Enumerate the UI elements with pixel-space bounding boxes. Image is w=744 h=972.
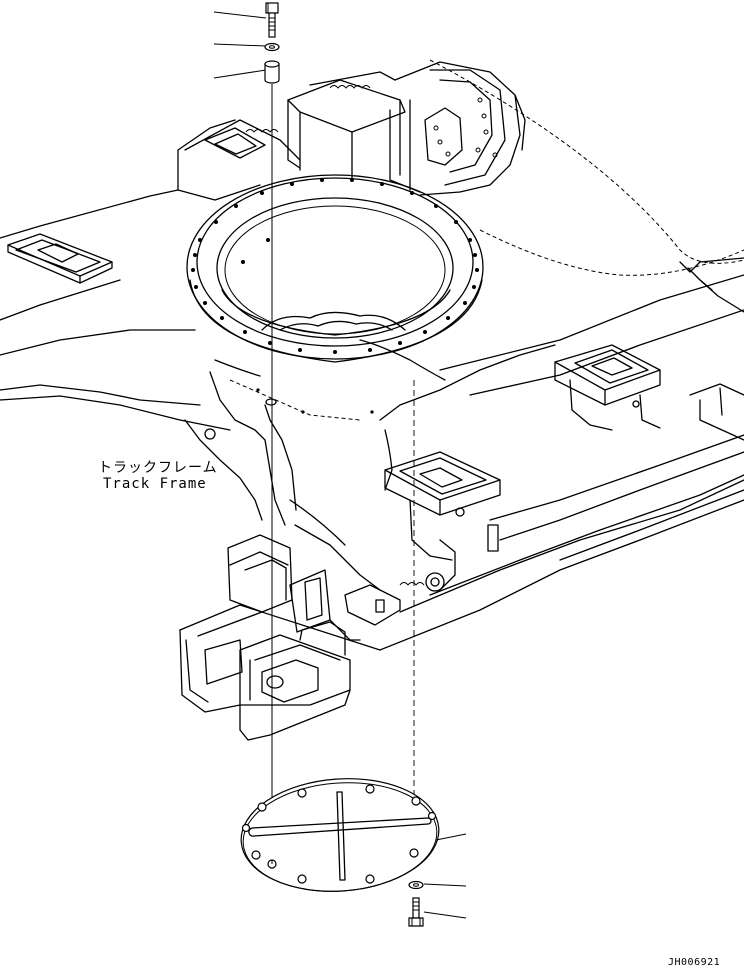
leader-line-bolt-top [213,11,267,19]
leader-line-washer-bottom [423,883,467,887]
bolt-bottom [408,897,424,927]
bolt-top [265,2,279,38]
leader-line-bolt-bottom [423,911,467,919]
washer-bottom [408,880,424,890]
ring-bolt-holes [191,178,479,354]
leader-line-spacer-top [213,69,267,79]
leader-line-cover-plate [435,833,467,841]
document-id: JH006921 [668,957,721,968]
cover-plate [240,778,440,892]
track-frame-label-en: Track Frame [103,476,207,492]
spacer-top [264,60,280,84]
track-frame [0,59,744,741]
leader-line-washer-top [213,43,267,47]
washer-top [264,42,280,52]
track-frame-label-jp: トラックフレーム [98,460,218,476]
